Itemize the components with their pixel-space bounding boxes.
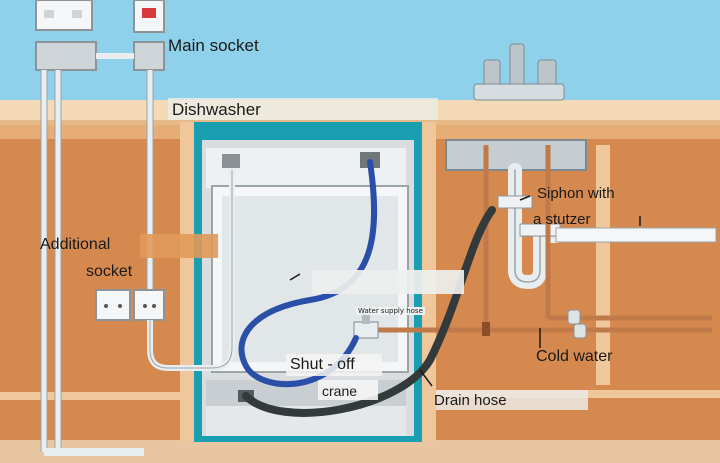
water-supply-hose [238, 159, 378, 388]
additional-socket-left [95, 289, 131, 321]
drain-hose [242, 206, 496, 417]
tap-right [537, 59, 557, 87]
tap-left [483, 59, 501, 87]
main-socket-box-right [133, 41, 165, 71]
label-main-socket: Main socket [168, 36, 259, 55]
wall [0, 0, 720, 100]
label-shut-off-line2: crane [322, 383, 358, 399]
label-water-supply-hose: Water supply hose [356, 307, 425, 315]
floor [0, 440, 720, 463]
label-additional-socket-line2: socket [86, 263, 133, 280]
additional-socket-right [133, 289, 165, 321]
blank-label-box [312, 270, 464, 294]
tap-spout [509, 43, 525, 89]
label-dishwasher: Dishwasher [172, 100, 261, 119]
label-shut-off-line1: Shut - off [290, 356, 355, 373]
label-siphon-line2: a stutzer [533, 211, 591, 228]
label-cold-water: Cold water [536, 348, 613, 365]
waste-pipe [555, 227, 717, 243]
label-siphon-line1: Siphon with [537, 185, 615, 202]
label-additional-socket-line1: Additional [40, 236, 111, 253]
label-drain-hose: Drain hose [434, 392, 507, 409]
dishwasher-port-left [222, 154, 240, 168]
pointer-lines [289, 195, 641, 387]
main-socket-box [35, 41, 97, 71]
cabinet-divider [596, 145, 610, 385]
